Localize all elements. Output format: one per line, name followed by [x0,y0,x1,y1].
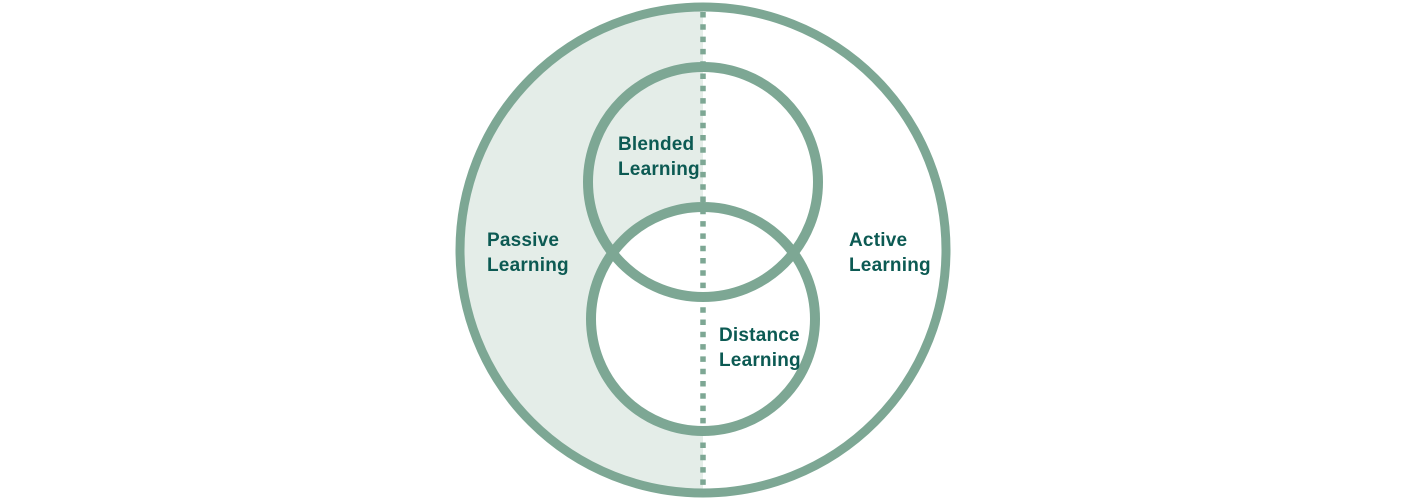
passive-learning-label: Passive Learning [487,230,569,276]
blended-learning-label: Blended Learning [618,134,700,180]
distance-learning-label: Distance Learning [719,325,801,371]
active-learning-label: Active Learning [849,230,931,276]
